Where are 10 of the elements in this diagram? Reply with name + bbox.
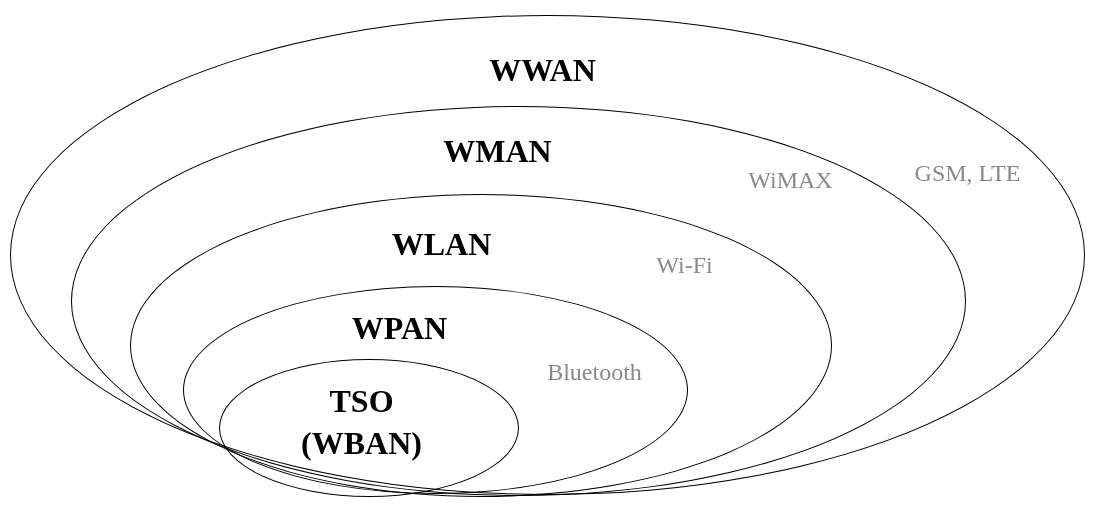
network-title: WLAN [391, 224, 492, 264]
network-title: WPAN [351, 308, 448, 348]
technology-label: Bluetooth [547, 357, 642, 387]
network-title: TSO (WBAN) [300, 381, 423, 463]
network-title: WWAN [489, 50, 596, 90]
network-title: WMAN [443, 131, 552, 171]
technology-label: GSM, LTE [914, 158, 1021, 188]
nested-ellipse [130, 194, 832, 497]
technology-label: Wi-Fi [656, 250, 713, 280]
technology-label: WiMAX [748, 165, 833, 195]
